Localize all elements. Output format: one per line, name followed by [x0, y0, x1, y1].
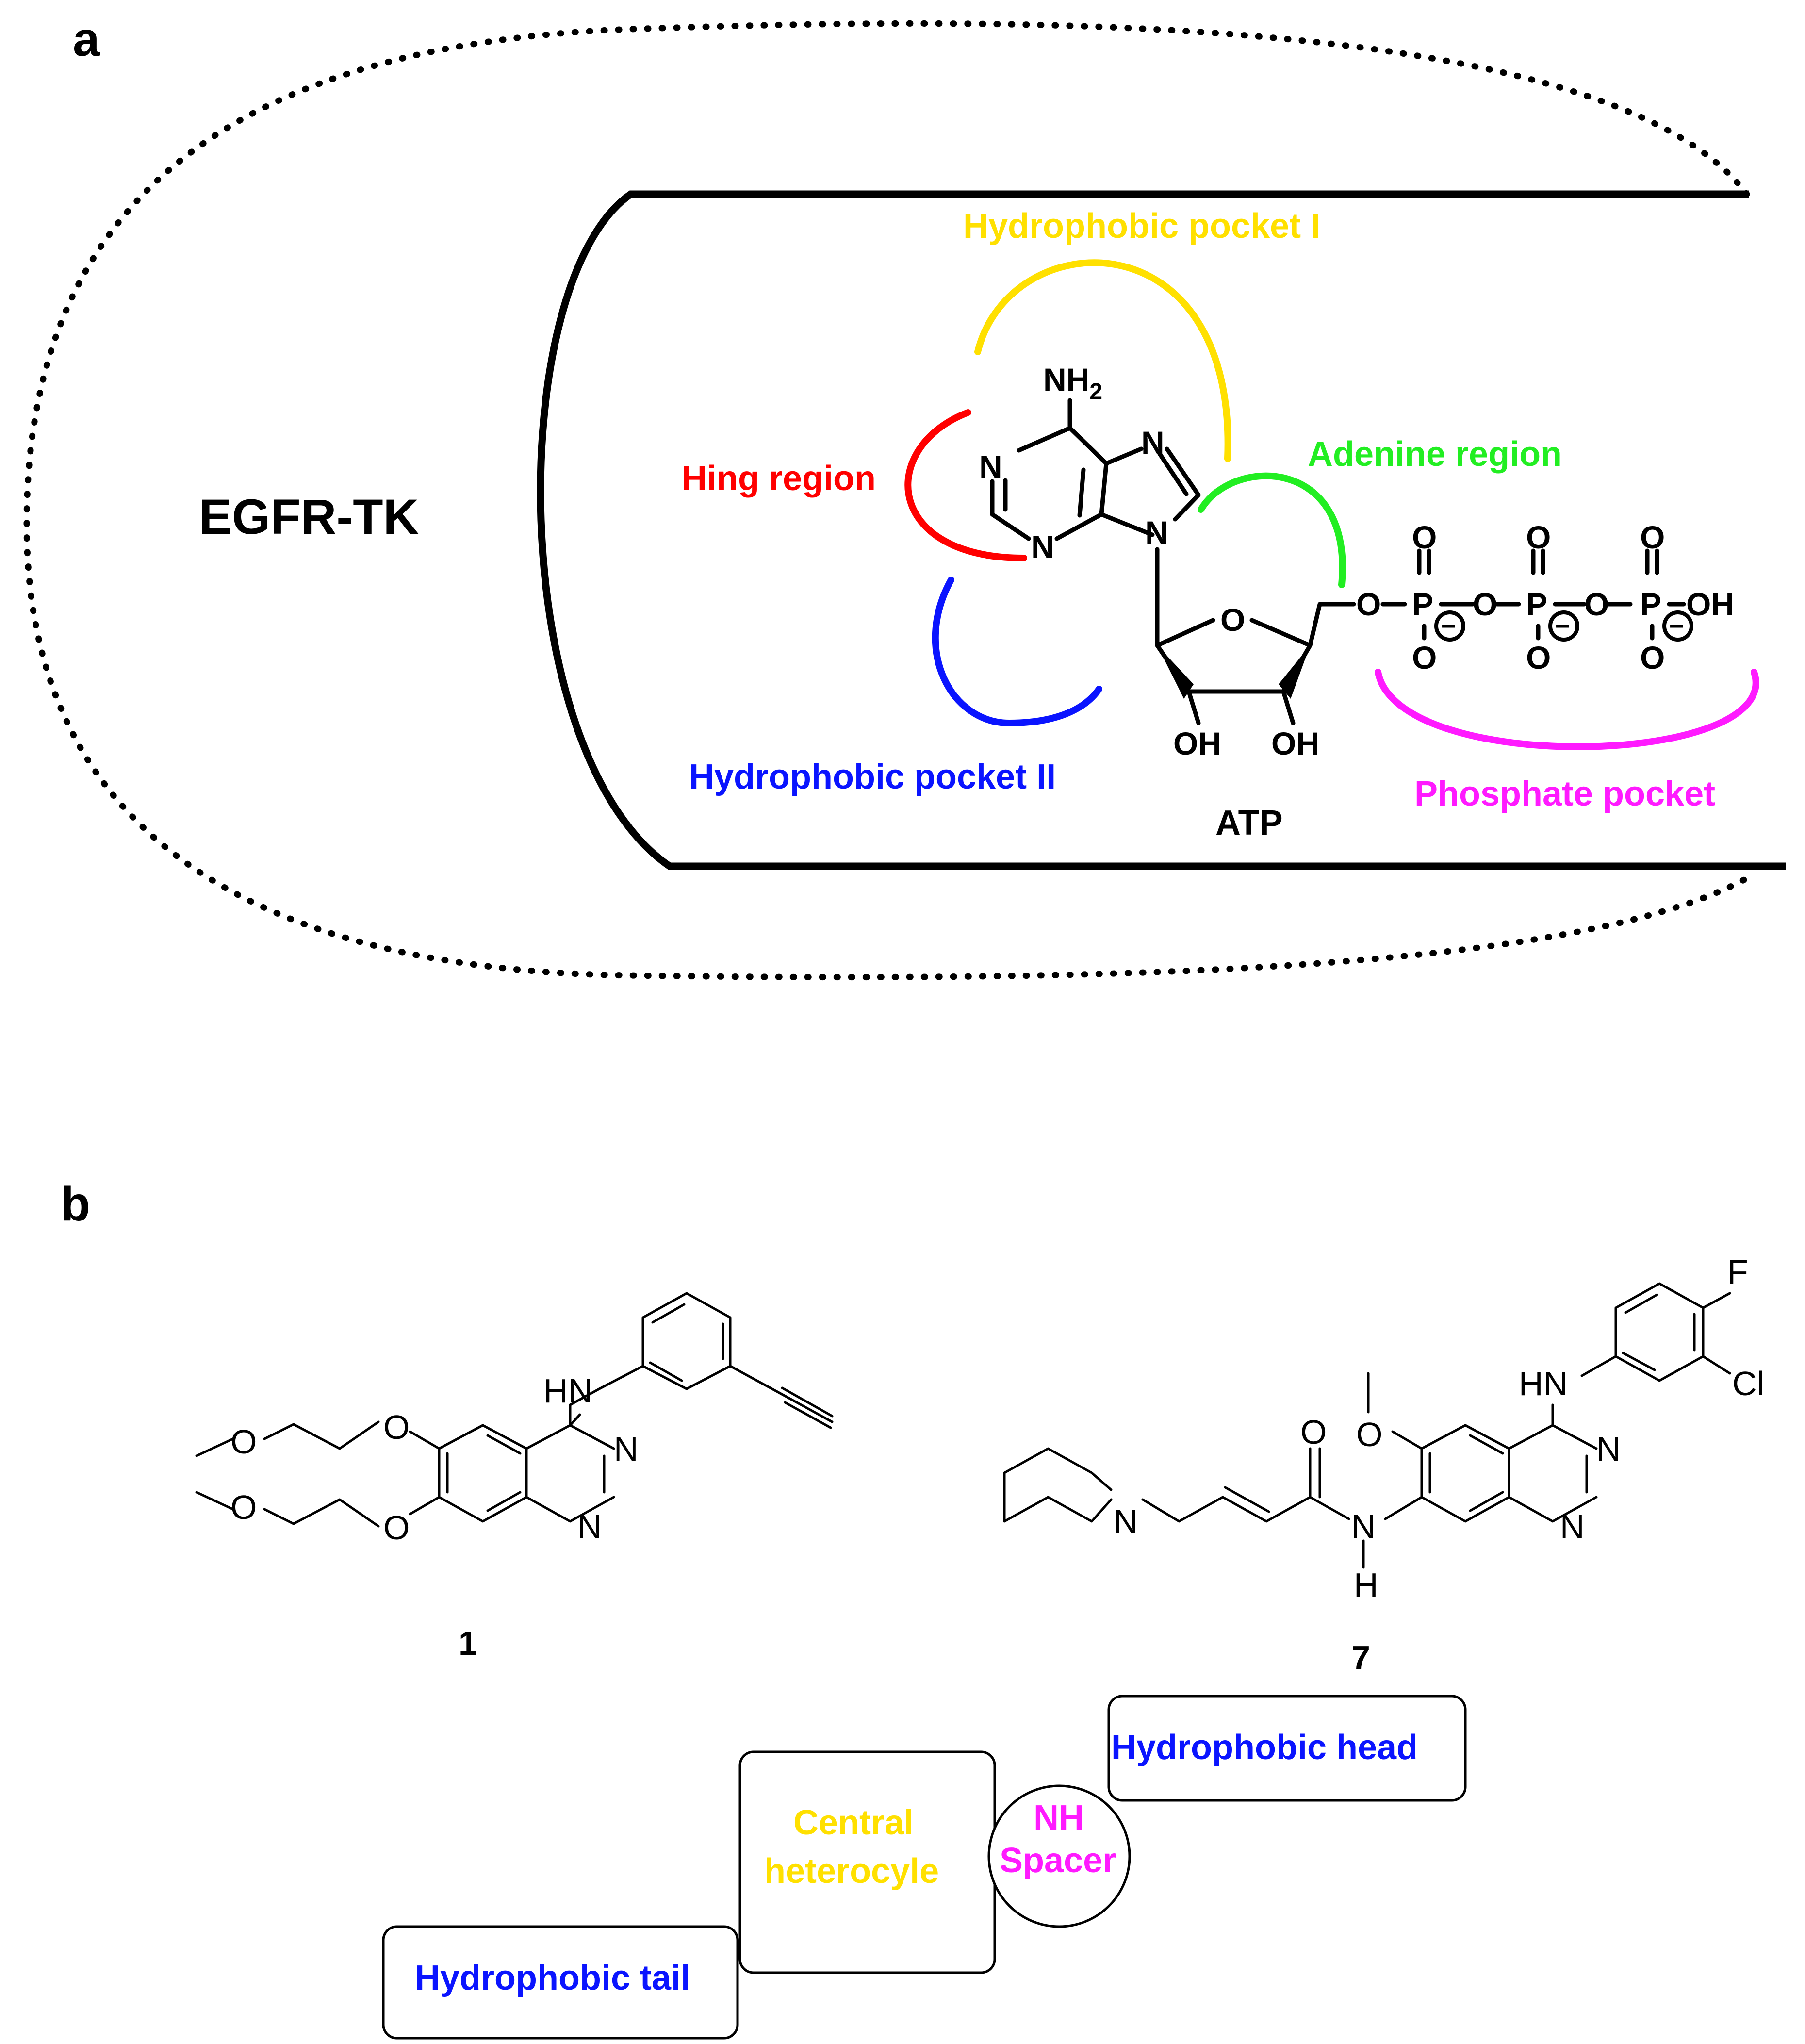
atp-p-beta: P [1526, 586, 1547, 622]
atp-o-bridge-1: O [1473, 586, 1497, 622]
panel-b-label: b [61, 1177, 90, 1231]
atp-o-bridge-2: O [1584, 586, 1609, 622]
adenine-region-label: Adenine region [1308, 435, 1562, 474]
c7-n3: N [1596, 1430, 1621, 1468]
enzyme-label: EGFR-TK [199, 489, 419, 544]
c1-hn: HN [543, 1372, 592, 1410]
atp-n1: N [979, 449, 1002, 485]
panel-a-label: a [73, 12, 100, 66]
c7-cl: Cl [1732, 1365, 1764, 1402]
atp-o-alpha-bottom: O [1412, 640, 1437, 676]
nh-spacer-circle [987, 1784, 1131, 1928]
hydrophobic-pocket-2-arc [932, 577, 1102, 727]
c7-f: F [1727, 1253, 1748, 1291]
atp-o-gamma-top: O [1640, 519, 1665, 555]
binding-cleft [537, 190, 1786, 870]
c1-o-4: O [230, 1488, 257, 1526]
nh-spacer-line-1: NH [1034, 1798, 1084, 1837]
atp-p-gamma: P [1640, 586, 1661, 622]
c7-amide-n: N [1351, 1508, 1376, 1546]
atp-minus-2: − [1555, 612, 1570, 641]
c1-n3: N [614, 1430, 639, 1468]
c1-o-2: O [230, 1423, 257, 1461]
atp-minus-3: − [1669, 612, 1684, 641]
hydrophobic-tail-box [382, 1925, 739, 2040]
atp-o-beta-top: O [1526, 519, 1551, 555]
atp-minus-1: − [1441, 612, 1456, 641]
hydrophobic-tail-label: Hydrophobic tail [415, 1959, 690, 1997]
compound-7-label: 7 [1351, 1639, 1370, 1677]
c7-piperidine-n: N [1114, 1503, 1138, 1541]
c1-n1: N [577, 1508, 602, 1546]
c7-n1: N [1560, 1508, 1585, 1546]
atp-p-alpha: P [1412, 586, 1433, 622]
atp-ribose-o: O [1220, 602, 1245, 638]
phosphate-pocket-label: Phosphate pocket [1414, 775, 1715, 813]
c7-hn: HN [1519, 1365, 1568, 1402]
hinge-region-label: Hing region [682, 459, 876, 498]
compound-1-structure [195, 1292, 834, 1528]
atp-oh-2: OH [1173, 725, 1221, 761]
nh-spacer-line-2: Spacer [1000, 1841, 1116, 1880]
hydrophobic-head-box [1107, 1695, 1467, 1802]
atp-n3: N [1031, 529, 1054, 565]
hydrophobic-pocket-1-arc [974, 259, 1231, 462]
c7-amide-o: O [1300, 1413, 1327, 1451]
atp-o5: O [1356, 586, 1381, 622]
compound-7-structure [1003, 1282, 1731, 1569]
central-heterocycle-line-1: Central [793, 1803, 914, 1842]
atp-o-gamma-bottom: O [1640, 640, 1665, 676]
c7-methoxy-o: O [1356, 1416, 1382, 1453]
hydrophobic-pocket-1-label: Hydrophobic pocket I [963, 207, 1320, 246]
atp-structure [990, 398, 1693, 725]
atp-n7: N [1141, 425, 1165, 461]
c1-o-1: O [383, 1408, 410, 1446]
ligand-label: ATP [1215, 804, 1283, 842]
compound-1-label: 1 [459, 1624, 477, 1662]
c1-o-3: O [383, 1509, 410, 1547]
adenine-region-arc [1198, 472, 1346, 588]
atp-n9: N [1145, 514, 1168, 550]
atp-o-beta-bottom: O [1526, 640, 1551, 676]
hydrophobic-pocket-2-label: Hydrophobic pocket II [689, 758, 1056, 796]
c7-amide-h: H [1354, 1566, 1378, 1604]
central-heterocycle-line-2: heterocyle [764, 1852, 939, 1891]
atp-terminal-oh: OH [1686, 586, 1734, 622]
dotted-outline [23, 20, 1750, 981]
hydrophobic-head-label: Hydrophobic head [1111, 1728, 1418, 1767]
phosphate-pocket-arc [1375, 669, 1759, 750]
hinge-region-arc [904, 409, 1027, 561]
atp-oh-3: OH [1271, 725, 1319, 761]
atp-o-alpha-top: O [1412, 519, 1437, 555]
atp-nh2: NH2 [1043, 362, 1102, 405]
